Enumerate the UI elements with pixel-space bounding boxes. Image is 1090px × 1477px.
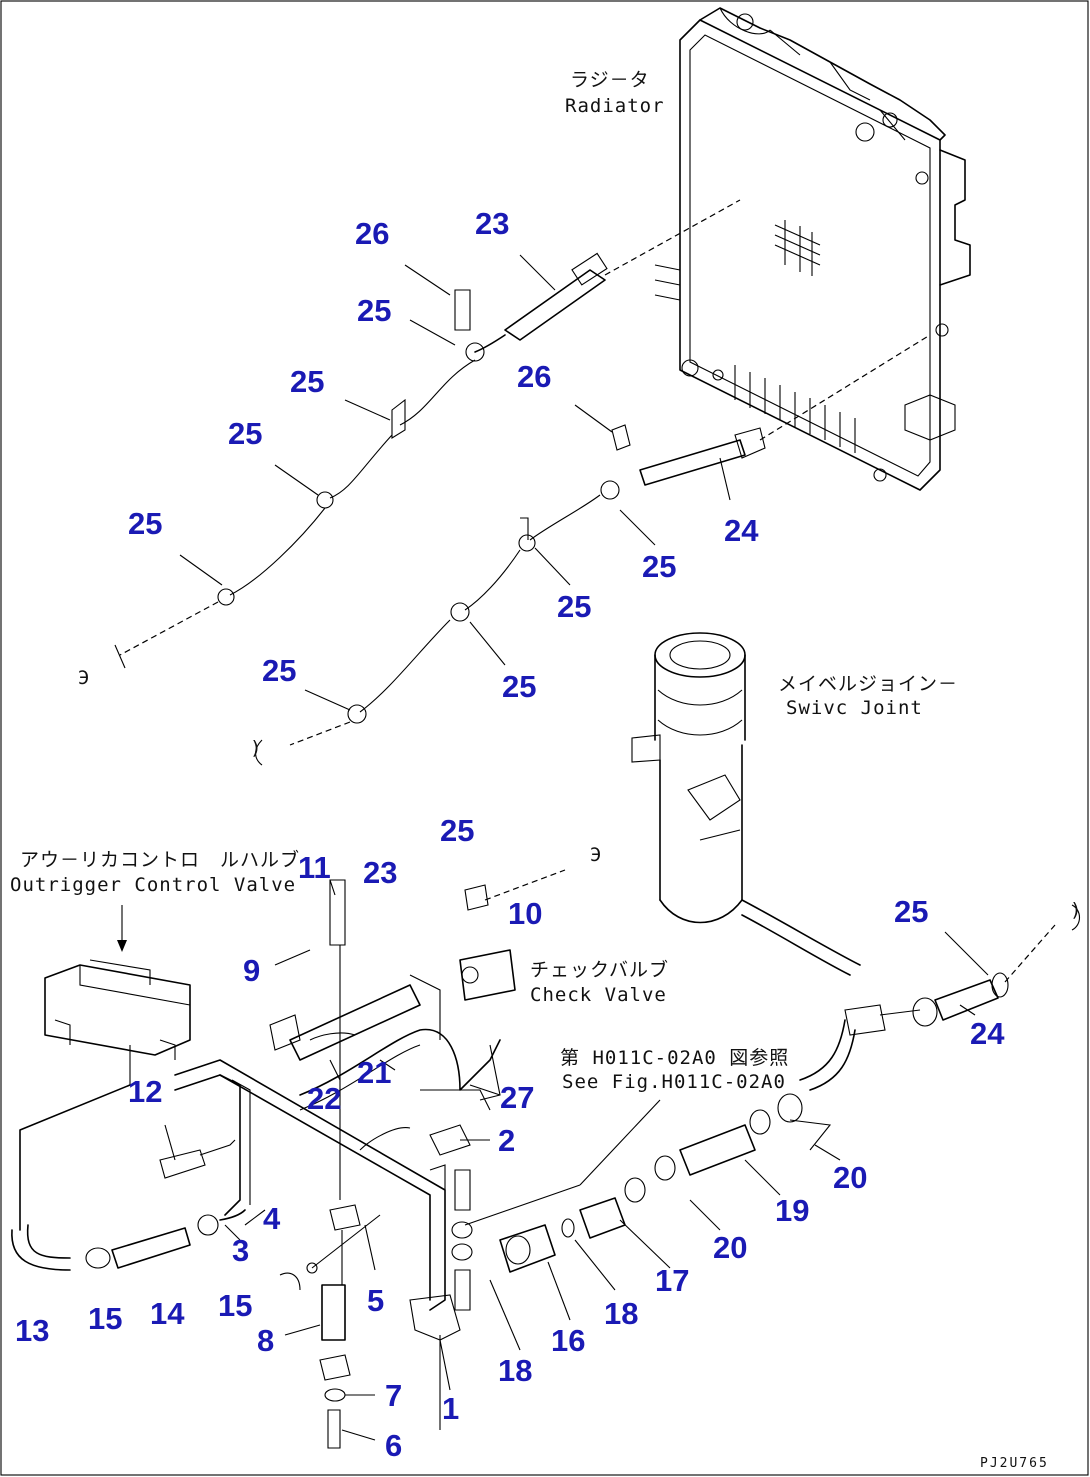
small-parts	[159, 1032, 661, 1449]
callout-15: 15	[88, 1301, 123, 1336]
callout-27: 27	[500, 1080, 535, 1115]
callout-25: 25	[290, 364, 325, 399]
callout-18: 18	[498, 1353, 533, 1388]
upper-hose-23	[114, 199, 741, 669]
callout-25: 25	[357, 293, 392, 328]
callout-25: 25	[502, 669, 537, 704]
radiator-label-en: Radiator	[565, 95, 665, 117]
callout-25: 25	[894, 894, 929, 929]
callout-13: 13	[15, 1313, 50, 1348]
swivel-joint-label-jp: メイベルジョイン－	[778, 673, 959, 695]
callout-2: 2	[498, 1123, 516, 1158]
callout-9: 9	[243, 953, 261, 988]
callout-7: 7	[385, 1378, 403, 1413]
left-hose-chain	[11, 1209, 301, 1291]
leader-lines	[164, 254, 989, 1441]
swivel-joint-drawing	[631, 632, 861, 976]
callout-4: 4	[263, 1201, 281, 1236]
lower-hose-24	[255, 334, 931, 766]
see-fig-label-en: See Fig.H011C-02A0	[562, 1071, 786, 1093]
connector-marker-b-right: )	[1070, 899, 1083, 921]
callout-8: 8	[257, 1323, 275, 1358]
pipe-assembly	[174, 869, 566, 1430]
connector-marker-a-right: Э	[590, 844, 603, 866]
callout-26: 26	[517, 359, 552, 394]
callout-25: 25	[262, 653, 297, 688]
radiator-drawing	[654, 7, 971, 491]
check-valve-label-jp: チェックバルブ	[530, 959, 670, 981]
callout-1: 1	[442, 1391, 460, 1426]
callout-20: 20	[833, 1160, 868, 1195]
callout-6: 6	[385, 1428, 403, 1463]
callout-5: 5	[367, 1283, 385, 1318]
outrigger-valve-label-jp: アウ－リカコントロ ルハルブ	[20, 849, 301, 871]
check-valve-label-en: Check Valve	[530, 984, 667, 1006]
callout-21: 21	[357, 1055, 392, 1090]
callout-25: 25	[128, 506, 163, 541]
connector-marker-b-lower: )	[250, 737, 263, 759]
callout-25: 25	[557, 589, 592, 624]
callout-15: 15	[218, 1288, 253, 1323]
swivel-joint-label-en: Swivc Joint	[786, 697, 923, 719]
callout-11: 11	[298, 850, 331, 885]
callout-14: 14	[150, 1296, 185, 1331]
see-fig-label-jp: 第 H011C-02A0 図参照	[560, 1047, 790, 1069]
callout-16: 16	[551, 1323, 586, 1358]
callout-10: 10	[508, 896, 543, 931]
callout-23: 23	[363, 855, 398, 890]
outrigger-valve-drawing	[19, 905, 191, 1231]
callout-3: 3	[232, 1233, 250, 1268]
callout-24: 24	[724, 513, 759, 548]
radiator-label-jp: ラジ－タ	[570, 69, 650, 91]
callout-25: 25	[228, 416, 263, 451]
callout-25: 25	[642, 549, 677, 584]
callout-12: 12	[128, 1074, 163, 1109]
callout-22: 22	[307, 1081, 342, 1116]
callout-24: 24	[970, 1016, 1005, 1051]
callout-18: 18	[604, 1296, 639, 1331]
callout-20: 20	[713, 1230, 748, 1265]
callout-26: 26	[355, 216, 390, 251]
callout-17: 17	[655, 1263, 690, 1298]
outrigger-valve-label-en: Outrigger Control Valve	[10, 874, 297, 896]
callout-19: 19	[775, 1193, 810, 1228]
callout-23: 23	[475, 206, 510, 241]
document-code: PJ2U765	[980, 1456, 1049, 1471]
callout-25: 25	[440, 813, 475, 848]
connector-marker-a-upper: Э	[78, 667, 91, 689]
right-hose-chain	[499, 904, 1081, 1273]
